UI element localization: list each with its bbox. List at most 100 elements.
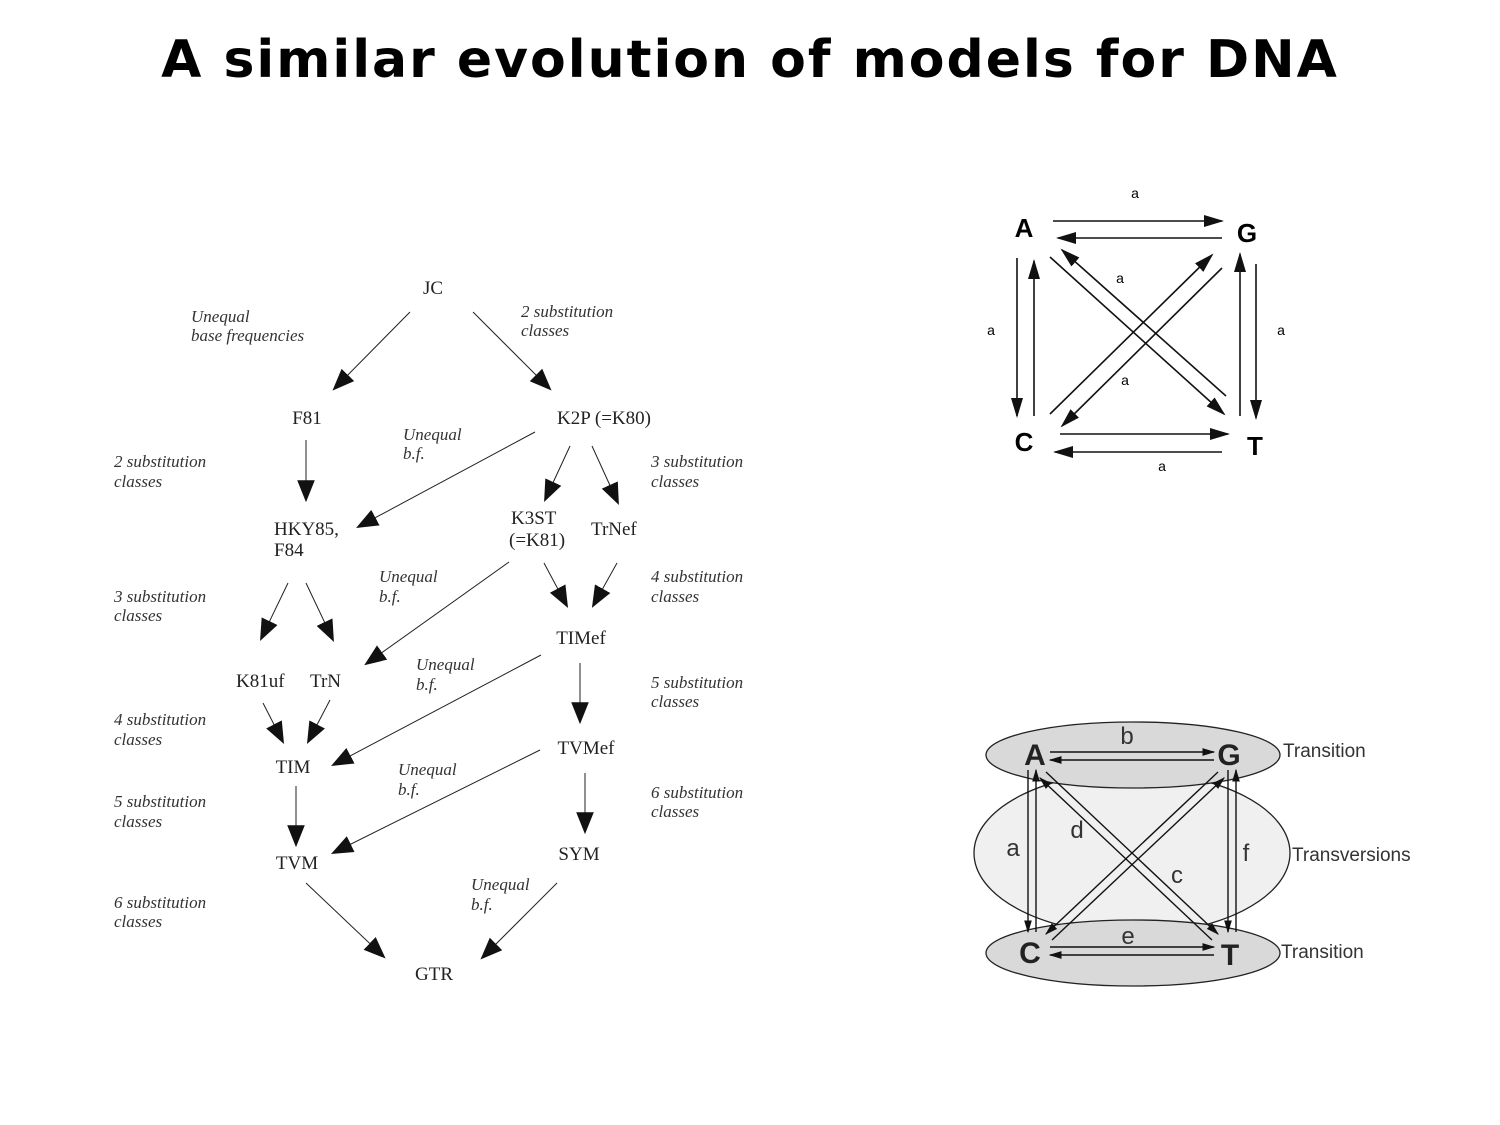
rate-label: a (1277, 322, 1285, 338)
arrow-jc-k2p (472, 311, 552, 391)
class-label-transition-top: Transition (1283, 741, 1366, 762)
node-tvm: TVM (276, 853, 318, 874)
hierarchy-nodes: JC F81 K2P (=K80) HKY85, F84 K3ST (=K81)… (236, 278, 651, 985)
node-hky85: HKY85, (274, 519, 339, 540)
node-jc: JC (423, 278, 443, 299)
base-c: C (1015, 427, 1034, 457)
arrow-k2p-trnef (591, 445, 619, 506)
note-k2p-unequal: Unequal (403, 425, 462, 444)
note-left-6-classes: 6 substitution (114, 893, 206, 912)
note-left-2-classes-2: classes (114, 472, 163, 491)
note-left-6-classes-2: classes (114, 912, 163, 931)
rate-label: a (1158, 458, 1166, 474)
node-tim: TIM (276, 757, 311, 778)
arrow-g-c (1045, 771, 1219, 935)
rate-label: a (1116, 270, 1124, 286)
arrow-k3st-trn (364, 561, 510, 666)
rate-label-a: a (1006, 835, 1020, 862)
base-c: C (1019, 937, 1041, 970)
hierarchy-notes: Unequal base frequencies 2 substitution … (113, 302, 743, 931)
rate-label-d: d (1070, 817, 1083, 844)
note-right-6-classes: 6 substitution (651, 783, 743, 802)
note-k3st-bf: b.f. (379, 587, 401, 606)
rate-label-c: c (1171, 862, 1183, 889)
arrow-hky-trn (305, 582, 334, 642)
class-label-transversions: Transversions (1292, 845, 1411, 866)
base-g: G (1237, 218, 1257, 248)
rate-label: a (1121, 372, 1129, 388)
note-right-4-classes-2: classes (651, 587, 700, 606)
note-tvmef-unequal: Unequal (398, 760, 457, 779)
arrow-t-a (1060, 248, 1227, 397)
rate-label: a (1131, 185, 1139, 201)
base-t: T (1221, 939, 1239, 972)
node-k81: (=K81) (509, 530, 565, 551)
base-a: A (1015, 213, 1034, 243)
note-right-3-classes-2: classes (651, 472, 700, 491)
jc-substitution-square: A G C T a a a a a a (987, 185, 1285, 474)
node-f81: F81 (292, 408, 322, 429)
note-unequal-base-frequencies: Unequal (191, 307, 250, 326)
note-sym-bf: b.f. (471, 895, 493, 914)
note-left-4-classes: 4 substitution (114, 710, 206, 729)
arrow-hky-k81uf (260, 582, 289, 641)
arrow-trnef-timef (591, 562, 618, 608)
note-jc-2-classes-2: classes (521, 321, 570, 340)
rate-label-f: f (1243, 840, 1250, 867)
node-sym: SYM (558, 844, 599, 865)
arrow-g-c (1060, 267, 1223, 428)
class-label-transition-bottom: Transition (1281, 942, 1364, 963)
model-hierarchy: JC F81 K2P (=K80) HKY85, F84 K3ST (=K81)… (113, 278, 743, 985)
node-k2p: K2P (=K80) (557, 408, 651, 429)
note-right-3-classes: 3 substitution (650, 452, 743, 471)
note-left-3-classes: 3 substitution (113, 587, 206, 606)
note-right-5-classes: 5 substitution (651, 673, 743, 692)
node-f84: F84 (274, 540, 304, 561)
node-k3st: K3ST (511, 508, 557, 529)
base-t: T (1247, 431, 1263, 461)
note-right-4-classes: 4 substitution (651, 567, 743, 586)
base-g: G (1217, 739, 1240, 772)
note-unequal-base-frequencies-2: base frequencies (191, 326, 305, 345)
note-left-3-classes-2: classes (114, 606, 163, 625)
arrow-timef-tim (331, 654, 542, 767)
gtr-substitution-diagram: A G C T b a d f c e Transition Transvers… (973, 721, 1411, 987)
arrow-k2p-k3st (544, 445, 571, 502)
node-gtr: GTR (415, 964, 453, 985)
note-left-2-classes: 2 substitution (114, 452, 206, 471)
note-jc-2-classes: 2 substitution (521, 302, 613, 321)
transition-ellipse-bottom (985, 919, 1281, 987)
node-trn: TrN (310, 671, 341, 692)
node-trnef: TrNef (591, 519, 637, 540)
note-left-5-classes-2: classes (114, 812, 163, 831)
arrow-jc-f81 (332, 311, 411, 391)
note-timef-bf: b.f. (416, 675, 438, 694)
transition-ellipse-top (985, 721, 1281, 789)
arrow-c-g (1049, 253, 1214, 415)
base-a: A (1024, 739, 1046, 772)
note-left-4-classes-2: classes (114, 730, 163, 749)
note-k2p-bf: b.f. (403, 444, 425, 463)
arrow-tvm-gtr (305, 882, 386, 959)
note-k3st-unequal: Unequal (379, 567, 438, 586)
page-title: A similar evolution of models for DNA (161, 30, 1339, 90)
node-k81uf: K81uf (236, 671, 285, 692)
rate-label: a (987, 322, 995, 338)
note-sym-unequal: Unequal (471, 875, 530, 894)
arrow-c-g (1051, 777, 1225, 941)
note-right-6-classes-2: classes (651, 802, 700, 821)
arrow-tvmef-tvm (331, 749, 541, 854)
arrow-sym-gtr (480, 882, 558, 960)
note-left-5-classes: 5 substitution (114, 792, 206, 811)
rate-label-e: e (1121, 923, 1134, 950)
note-timef-unequal: Unequal (416, 655, 475, 674)
rate-label-b: b (1120, 723, 1133, 750)
arrow-a-t (1049, 256, 1226, 416)
gtr-arrows (1024, 748, 1240, 959)
note-tvmef-bf: b.f. (398, 780, 420, 799)
note-right-5-classes-2: classes (651, 692, 700, 711)
node-timef: TIMef (556, 628, 606, 649)
node-tvmef: TVMef (558, 738, 616, 759)
arrow-k2p-hky (356, 431, 536, 529)
